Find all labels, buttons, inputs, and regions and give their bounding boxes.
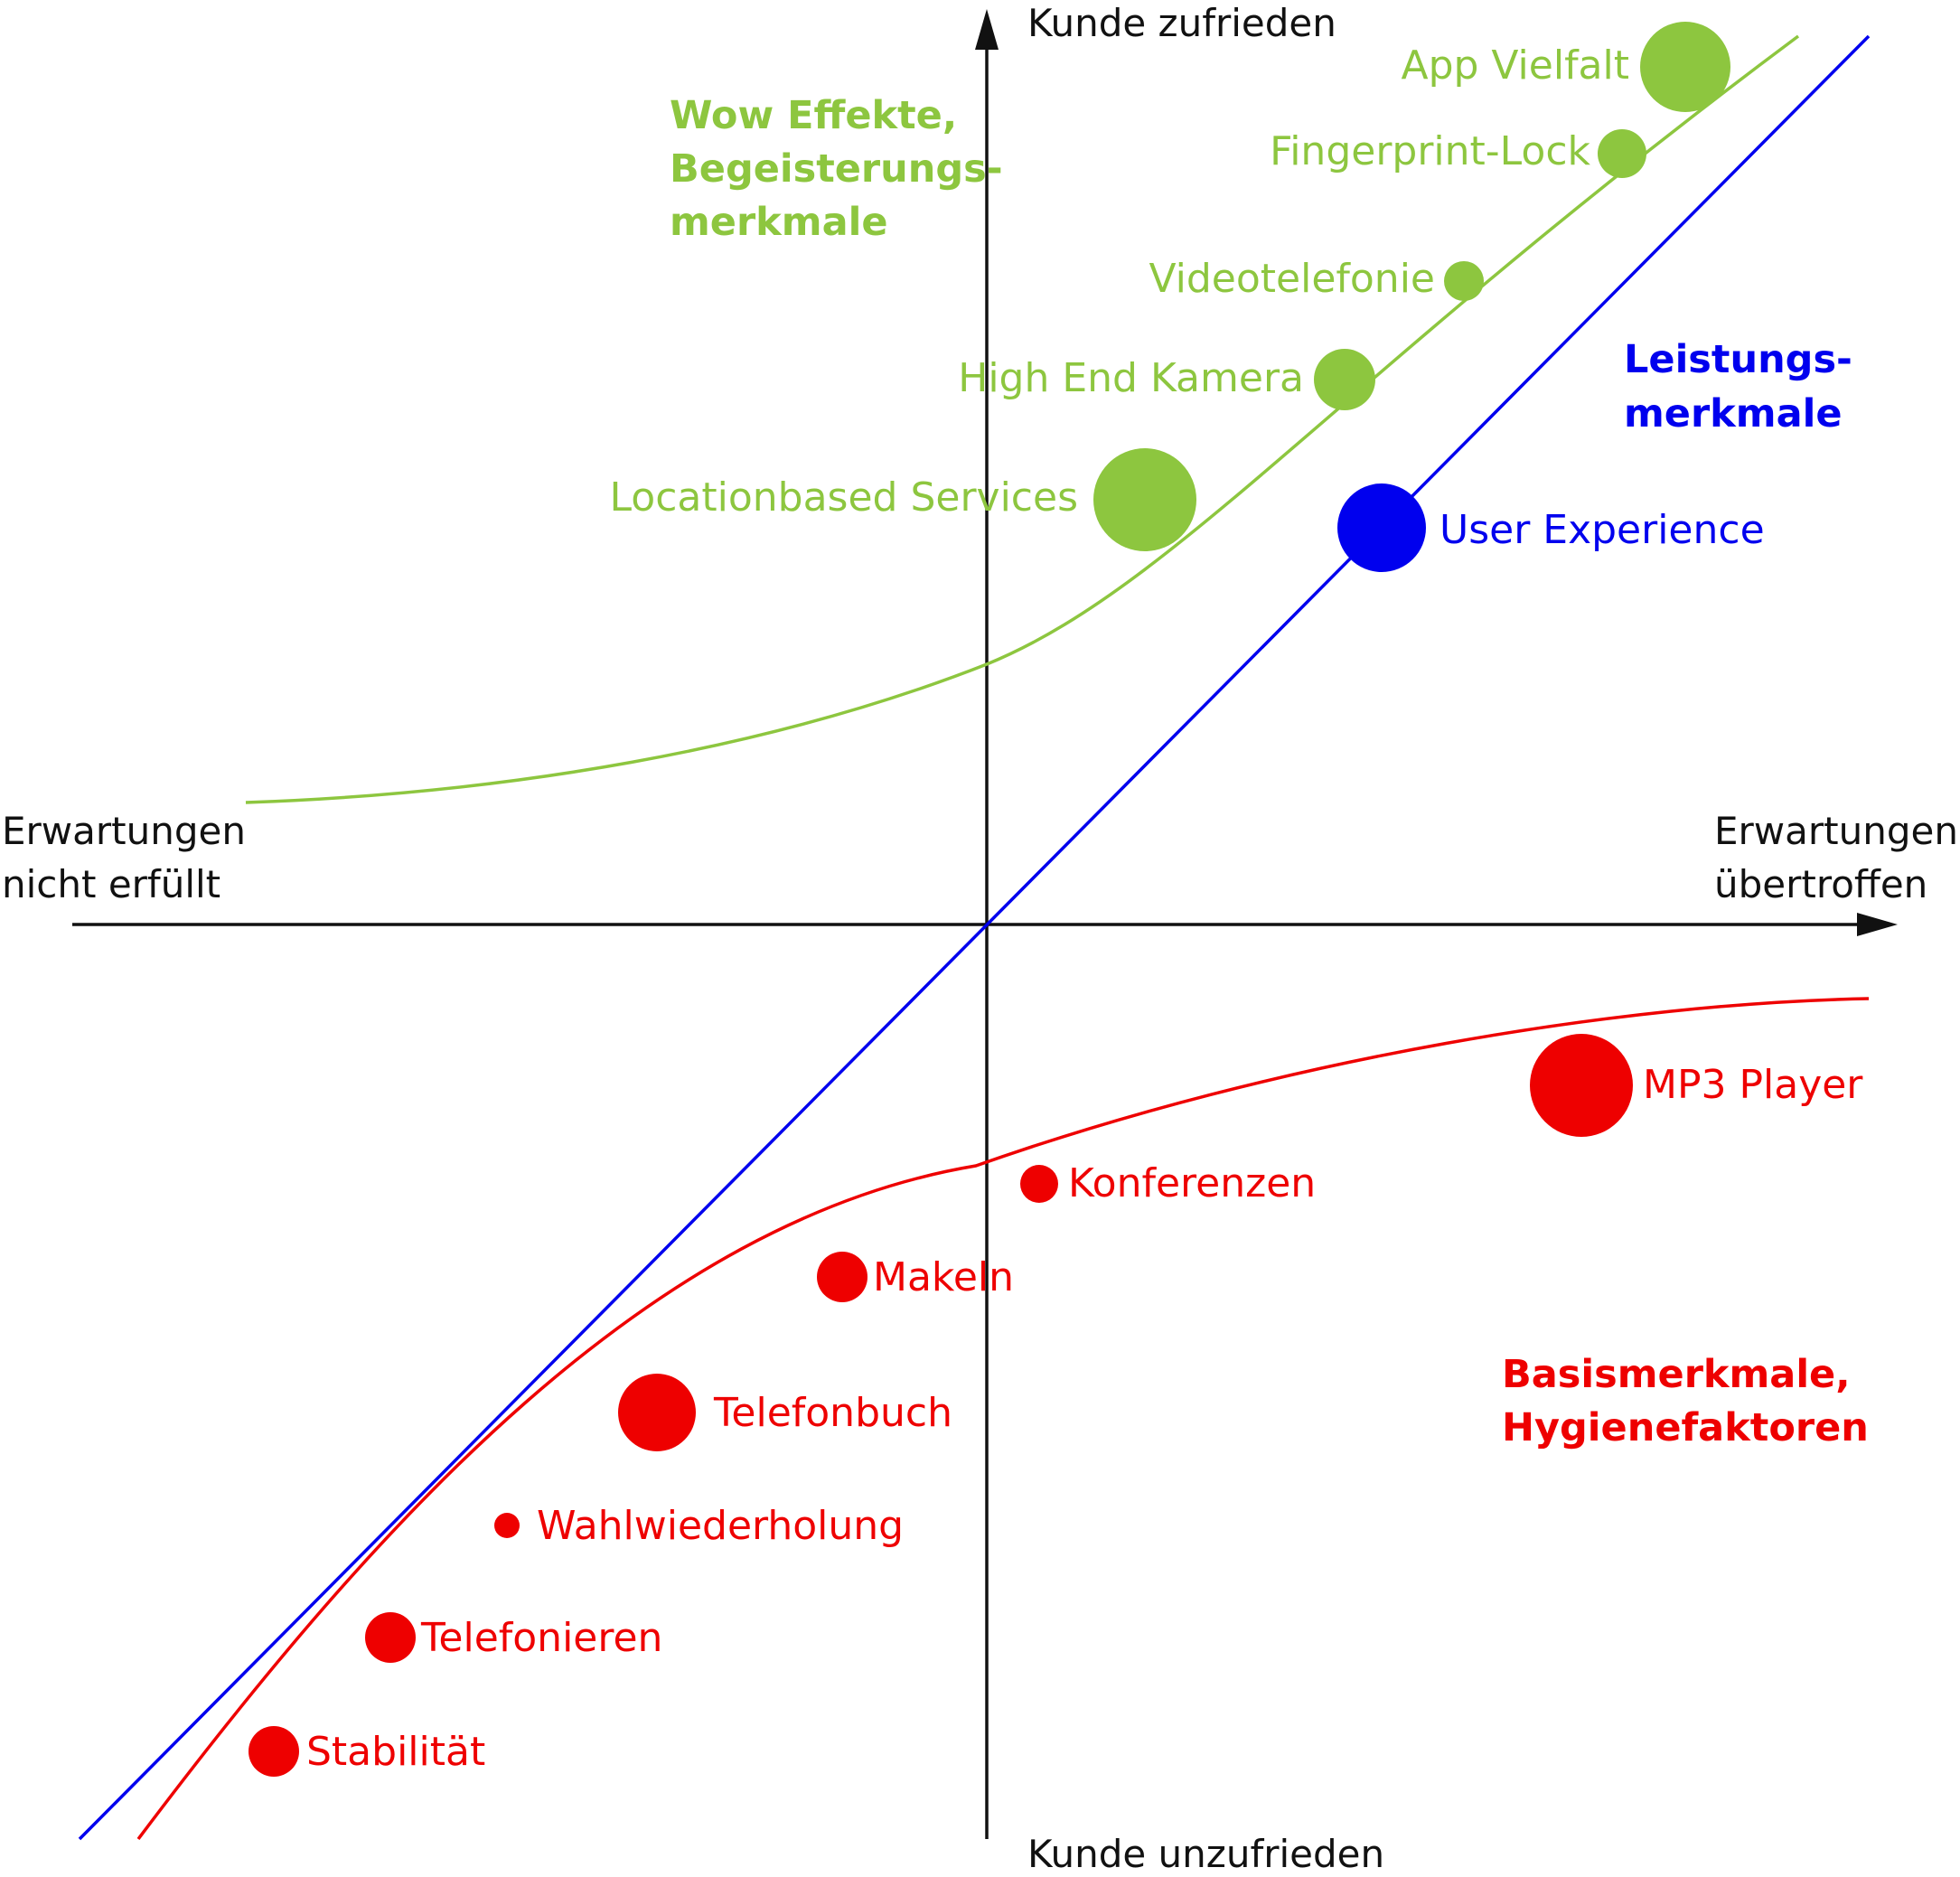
performance-label-line2: merkmale bbox=[1624, 391, 1843, 436]
feature-app-vielfalt: App Vielfalt bbox=[1401, 22, 1730, 112]
feature-high-end-kamera: High End Kamera bbox=[958, 349, 1375, 410]
delighters-label-line2: Begeisterungs- bbox=[670, 146, 1003, 192]
feature-label: High End Kamera bbox=[958, 355, 1304, 401]
feature-telefonieren: Telefonieren bbox=[365, 1612, 662, 1663]
feature-dot bbox=[618, 1374, 696, 1451]
feature-label: Makeln bbox=[873, 1254, 1014, 1300]
feature-label: Telefonbuch bbox=[713, 1390, 952, 1436]
feature-dot bbox=[817, 1252, 867, 1302]
performance-label-line1: Leistungs- bbox=[1624, 337, 1852, 382]
feature-dot bbox=[365, 1612, 416, 1663]
feature-dot bbox=[1530, 1034, 1633, 1137]
delighters-label-line1: Wow Effekte, bbox=[670, 93, 957, 138]
feature-dot bbox=[1444, 261, 1484, 301]
feature-label: Stabilität bbox=[306, 1729, 485, 1775]
basic-curve bbox=[136, 997, 1870, 1841]
feature-dot bbox=[1093, 448, 1196, 551]
x-axis-arrowhead bbox=[1857, 913, 1898, 936]
feature-label: Videotelefonie bbox=[1149, 256, 1436, 302]
feature-makeln: Makeln bbox=[817, 1252, 1014, 1302]
feature-wahlwiederholung: Wahlwiederholung bbox=[494, 1503, 904, 1549]
axis-label-top: Kunde zufrieden bbox=[1027, 1, 1336, 45]
performance-line bbox=[78, 34, 1871, 1841]
feature-label: Telefonieren bbox=[420, 1615, 662, 1661]
axis-label-left-line1: Erwartungen bbox=[2, 809, 246, 853]
feature-videotelefonie: Videotelefonie bbox=[1149, 256, 1484, 302]
y-axis-arrowhead bbox=[975, 9, 999, 50]
feature-dot bbox=[494, 1513, 520, 1538]
feature-label: App Vielfalt bbox=[1401, 42, 1629, 89]
axis-label-right-line2: übertroffen bbox=[1714, 862, 1927, 906]
delighter-curve bbox=[245, 34, 1800, 804]
axis-label-right-line1: Erwartungen bbox=[1714, 809, 1958, 853]
basic-label-line2: Hygienefaktoren bbox=[1502, 1405, 1869, 1450]
feature-label: Locationbased Services bbox=[610, 474, 1078, 521]
axis-label-bottom: Kunde unzufrieden bbox=[1027, 1832, 1384, 1876]
feature-label: User Experience bbox=[1440, 507, 1765, 553]
feature-dot bbox=[1337, 483, 1426, 572]
feature-dot bbox=[1598, 129, 1646, 178]
feature-dot bbox=[1640, 22, 1730, 112]
feature-dot bbox=[1020, 1165, 1058, 1203]
feature-dot bbox=[249, 1726, 299, 1777]
feature-label: MP3 Player bbox=[1643, 1062, 1863, 1108]
feature-label: Fingerprint-Lock bbox=[1270, 128, 1590, 174]
feature-konferenzen: Konferenzen bbox=[1020, 1160, 1316, 1206]
axis-label-left-line2: nicht erfüllt bbox=[2, 862, 220, 906]
feature-locationbased-services: Locationbased Services bbox=[610, 448, 1196, 551]
feature-mp3-player: MP3 Player bbox=[1530, 1034, 1863, 1137]
basic-label-line1: Basismerkmale, bbox=[1502, 1352, 1851, 1397]
feature-label: Konferenzen bbox=[1068, 1160, 1316, 1206]
feature-stabilitaet: Stabilität bbox=[249, 1726, 485, 1777]
delighters-label-line3: merkmale bbox=[670, 200, 888, 245]
feature-label: Wahlwiederholung bbox=[537, 1503, 904, 1549]
feature-telefonbuch: Telefonbuch bbox=[618, 1374, 952, 1451]
feature-dot bbox=[1314, 349, 1375, 410]
feature-user-experience: User Experience bbox=[1337, 483, 1765, 572]
feature-fingerprint-lock: Fingerprint-Lock bbox=[1270, 128, 1646, 178]
